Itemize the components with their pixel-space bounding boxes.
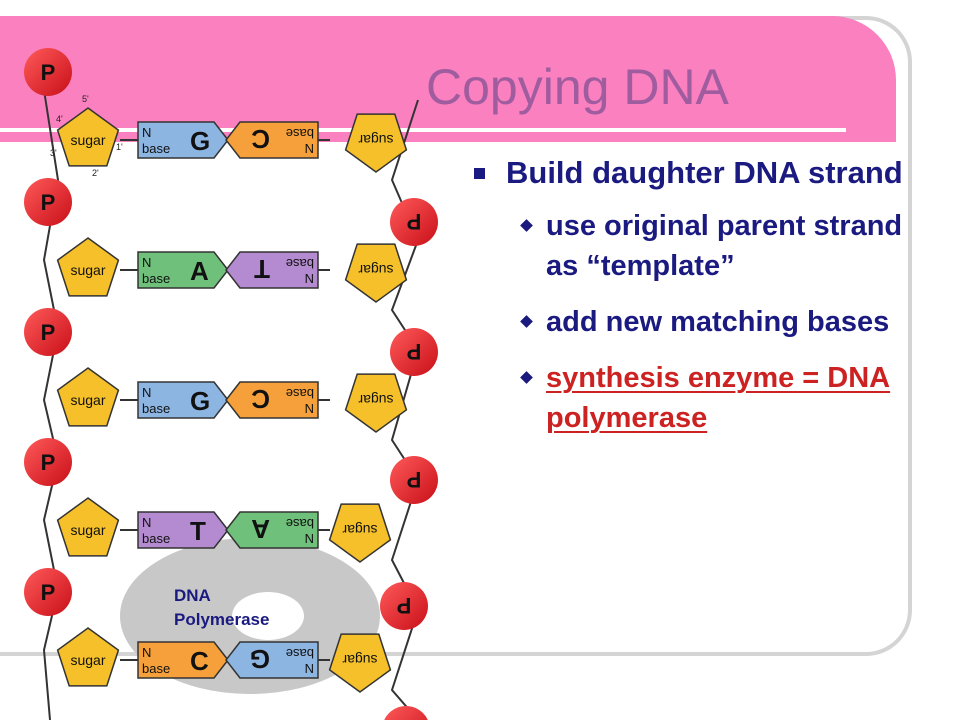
base-label: base [286, 126, 314, 141]
right-base [225, 381, 319, 419]
sub-bullet-highlight: synthesis enzyme = DNA polymerase [474, 358, 914, 438]
phosphate-label: P [407, 339, 422, 364]
phosphate-label: P [41, 580, 56, 605]
sub-bullet: use original parent strand as “template” [474, 206, 914, 286]
phosphate-label: P [397, 593, 412, 618]
base-label: base [286, 256, 314, 271]
phosphate-label: P [407, 209, 422, 234]
sugar-label: sugar [70, 262, 105, 278]
left-sugar [56, 107, 120, 167]
right-base [225, 511, 319, 549]
sub-bullet-text: synthesis enzyme = DNA polymerase [546, 362, 891, 434]
sugar-label: sugar [70, 392, 105, 408]
sugar-label: sugar [70, 522, 105, 538]
right-sugar [344, 113, 408, 173]
carbon-label: 1' [116, 142, 123, 152]
main-bullet: Build daughter DNA strand [474, 152, 914, 194]
carbon-label: 5' [82, 94, 89, 104]
left-sugar [56, 237, 120, 297]
carbon-label: 4' [56, 114, 63, 124]
right-sugar [344, 373, 408, 433]
base-label: base [286, 516, 314, 531]
base-label: base [142, 141, 170, 156]
carbon-label: 2' [92, 168, 99, 178]
left-base-letter: C [190, 646, 209, 676]
base-label: base [142, 271, 170, 286]
left-base-letter: G [190, 126, 210, 156]
n-label: N [142, 125, 151, 140]
base-label: base [286, 386, 314, 401]
n-label: N [305, 661, 314, 676]
left-base-letter: A [190, 256, 209, 286]
sub-bullet: add new matching bases [474, 302, 914, 342]
right-base-letter: T [254, 254, 270, 284]
n-label: N [305, 401, 314, 416]
carbon-label: 3' [50, 148, 57, 158]
diamond-bullet-icon [520, 219, 533, 232]
main-bullet-text: Build daughter DNA strand [506, 155, 903, 190]
right-phosphates [380, 198, 438, 720]
n-label: N [305, 531, 314, 546]
sugar-label: sugar [358, 262, 393, 278]
phosphate-label: P [41, 190, 56, 215]
sugar-label: sugar [342, 652, 377, 668]
n-label: N [142, 385, 151, 400]
bullet-list: Build daughter DNA strand use original p… [474, 152, 914, 454]
slide-title: Copying DNA [426, 59, 729, 115]
left-base-letter: G [190, 386, 210, 416]
n-label: N [142, 515, 151, 530]
n-label: N [305, 141, 314, 156]
right-base-letter: G [250, 644, 270, 674]
n-label: N [305, 271, 314, 286]
dna-polymerase-hole [232, 592, 304, 640]
left-sugar [56, 497, 120, 557]
square-bullet-icon [474, 168, 485, 179]
phosphate-label: P [41, 450, 56, 475]
right-base-letter: C [251, 384, 270, 414]
dna-polymerase-label-line1: DNA [174, 586, 211, 605]
diamond-bullet-icon [520, 315, 533, 328]
sugar-label: sugar [70, 132, 105, 148]
left-base [137, 641, 229, 679]
base-label: base [142, 531, 170, 546]
right-base-letter: A [251, 514, 270, 544]
sugar-label: sugar [342, 522, 377, 538]
sugar-label: sugar [70, 652, 105, 668]
right-sugar [328, 503, 392, 563]
base-label: base [142, 661, 170, 676]
right-base [225, 641, 319, 679]
base-label: base [142, 401, 170, 416]
diamond-bullet-icon [520, 371, 533, 384]
phosphate-label: P [407, 467, 422, 492]
title-bar [0, 16, 896, 142]
left-sugar [56, 367, 120, 427]
right-base [225, 251, 319, 289]
left-base [137, 121, 229, 159]
phosphate-label: P [41, 320, 56, 345]
sugar-label: sugar [358, 132, 393, 148]
dna-polymerase-label: DNA Polymerase [174, 584, 269, 632]
sub-bullet-text: use original parent strand as “template” [546, 210, 903, 282]
left-base [137, 251, 229, 289]
left-base [137, 381, 229, 419]
sub-bullet-text: add new matching bases [546, 306, 890, 338]
base-label: base [286, 646, 314, 661]
n-label: N [142, 255, 151, 270]
phosphate-label: P [41, 60, 56, 85]
right-base-letter: C [251, 124, 270, 154]
sugar-label: sugar [358, 392, 393, 408]
left-phosphates [24, 48, 72, 616]
right-sugar [344, 243, 408, 303]
left-sugar [56, 627, 120, 687]
left-base [137, 511, 229, 549]
right-sugar [328, 633, 392, 693]
title-bar-divider [0, 128, 846, 132]
right-base [225, 121, 319, 159]
n-label: N [142, 645, 151, 660]
dna-polymerase-label-line2: Polymerase [174, 610, 270, 629]
left-base-letter: T [190, 516, 206, 546]
